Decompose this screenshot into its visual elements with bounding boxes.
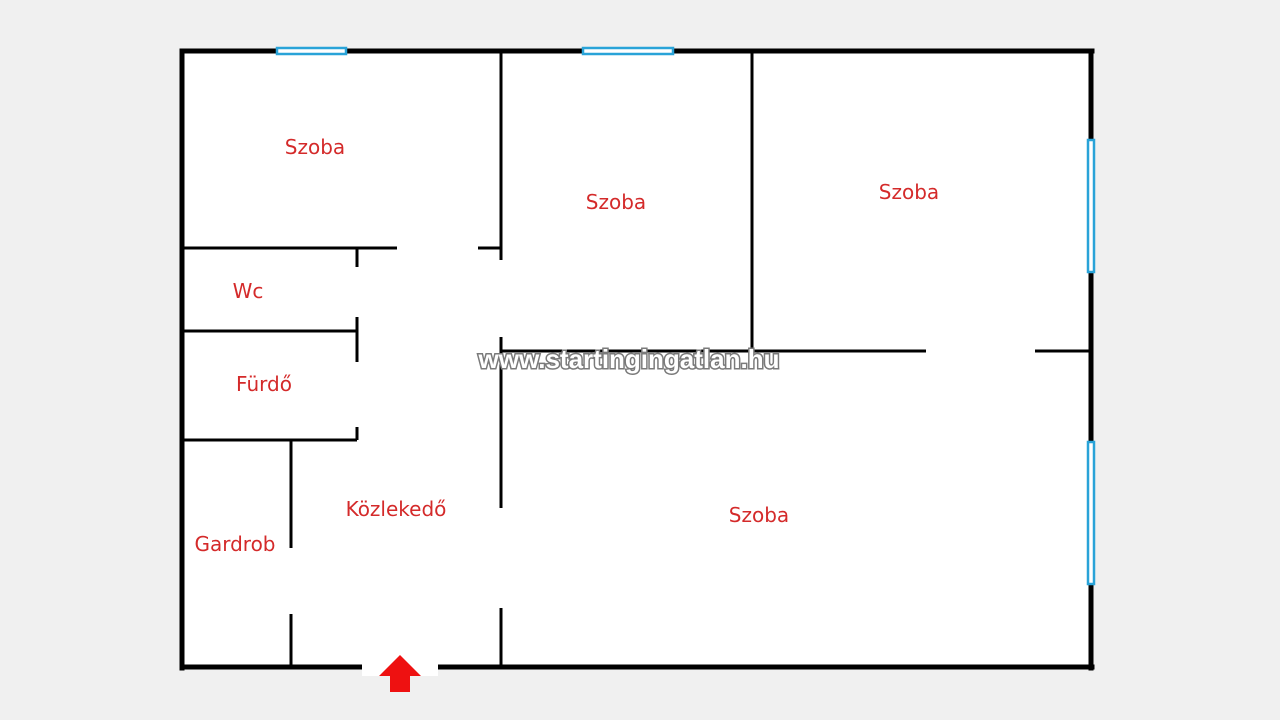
room-labels: Szoba Szoba Szoba Wc Fürdő Közlekedő Gar… — [194, 135, 939, 556]
room-label: Közlekedő — [346, 497, 447, 521]
room-label: Szoba — [285, 135, 345, 159]
room-label: Szoba — [879, 180, 939, 204]
window-right-lower — [1086, 440, 1096, 586]
window-right-upper — [1086, 138, 1096, 274]
interior-walls — [182, 51, 1091, 668]
room-label: Gardrob — [194, 532, 275, 556]
window-top-left — [275, 46, 348, 56]
up-arrow-icon — [379, 655, 421, 692]
room-label: Szoba — [729, 503, 789, 527]
watermark-text: www.startingingatlan.hu — [478, 344, 780, 374]
room-label: Wc — [233, 279, 264, 303]
floor-area — [182, 51, 1092, 668]
room-label: Szoba — [586, 190, 646, 214]
windows — [275, 46, 1096, 586]
window-top-middle — [581, 46, 675, 56]
room-label: Fürdő — [236, 372, 292, 396]
